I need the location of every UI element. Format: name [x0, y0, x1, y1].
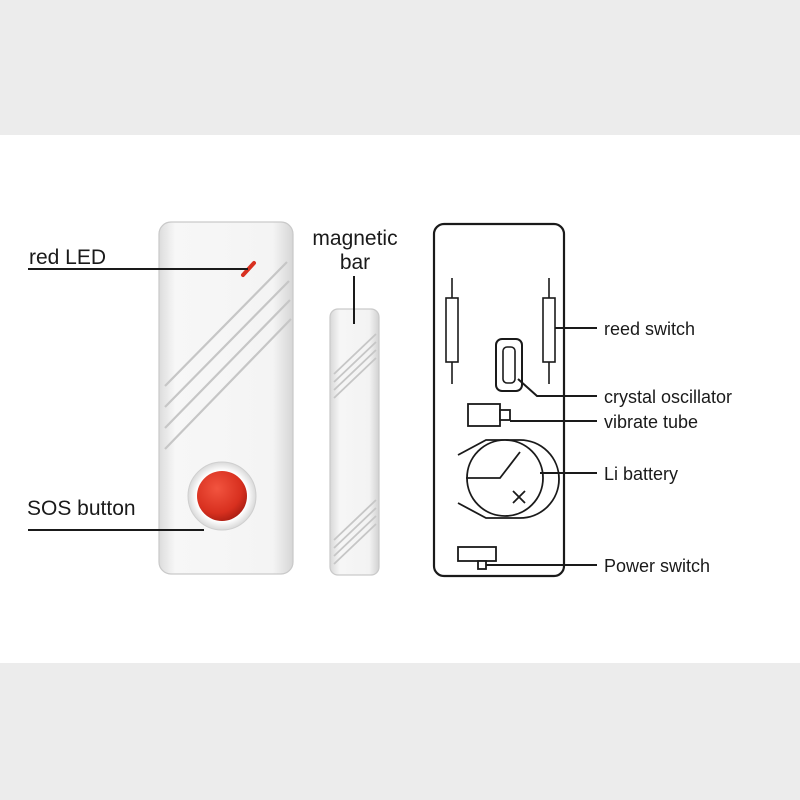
label-magnetic-bar-line2: bar: [340, 251, 370, 274]
label-vibrate-tube: vibrate tube: [604, 412, 698, 432]
label-sos-button: SOS button: [27, 497, 136, 520]
labels: red LED SOS button magnetic bar reed swi…: [27, 227, 732, 576]
magnetic-bar: [329, 276, 380, 576]
label-magnetic-bar-line1: magnetic: [312, 227, 397, 250]
top-gray-band: [0, 0, 800, 135]
reed-switch-left: [445, 278, 459, 384]
vibrate-tube: [467, 403, 511, 427]
led-indicator: [241, 261, 256, 277]
label-red-led: red LED: [29, 246, 106, 269]
schematic-outline: [432, 222, 566, 578]
label-crystal-oscillator: crystal oscillator: [604, 387, 732, 407]
crystal-oscillator-leader: [517, 378, 597, 397]
crystal-oscillator: [495, 338, 523, 392]
bottom-gray-band: [0, 663, 800, 800]
sensor-body: [158, 221, 294, 575]
label-li-battery: Li battery: [604, 464, 678, 484]
li-battery: [457, 439, 560, 519]
leader-lines: [28, 268, 597, 566]
power-switch: [457, 546, 497, 570]
label-power-switch: Power switch: [604, 556, 710, 576]
magnetic-bar-grooves-top: [333, 333, 377, 399]
magnetic-bar-grooves-bottom: [333, 499, 377, 565]
white-panel: [0, 135, 800, 663]
label-reed-switch: reed switch: [604, 319, 695, 339]
reed-switch-right: [542, 278, 556, 384]
sensor-grooves: [164, 261, 292, 450]
sos-button[interactable]: [197, 471, 247, 521]
internal-schematic: [432, 222, 566, 578]
